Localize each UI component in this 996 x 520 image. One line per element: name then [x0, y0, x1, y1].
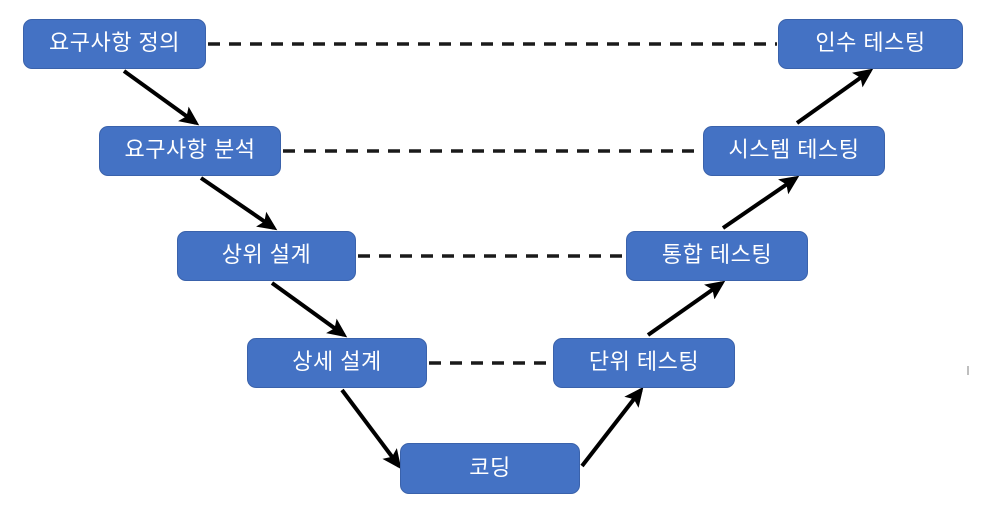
node-label-req-def: 요구사항 정의 [48, 30, 181, 55]
node-sys-test[interactable]: 시스템 테스팅 [703, 126, 885, 176]
stray-mark [967, 366, 969, 375]
arrow-coding-to-unit-test [580, 386, 644, 468]
arrow-req-ana-to-high-des [199, 176, 278, 231]
node-label-coding: 코딩 [469, 454, 511, 480]
node-label-sys-test: 시스템 테스팅 [728, 137, 860, 162]
arrow-high-des-to-det-des [270, 281, 348, 338]
node-unit-test[interactable]: 단위 테스팅 [553, 338, 735, 388]
arrow-req-def-to-req-ana [122, 69, 200, 126]
verification-link-group [208, 42, 777, 365]
node-label-req-ana: 요구사항 분석 [124, 137, 256, 162]
node-coding[interactable]: 코딩 [400, 443, 580, 494]
node-label-int-test: 통합 테스팅 [661, 242, 773, 267]
node-label-det-des: 상세 설계 [292, 349, 382, 374]
arrow-det-des-to-coding [340, 388, 402, 470]
node-label-high-des: 상위 설계 [221, 242, 312, 267]
arrow-int-test-to-sys-test [721, 175, 800, 230]
node-high-des[interactable]: 상위 설계 [177, 231, 356, 281]
arrow-sys-test-to-acc-test [795, 68, 874, 125]
node-acc-test[interactable]: 인수 테스팅 [778, 19, 963, 69]
node-int-test[interactable]: 통합 테스팅 [626, 231, 808, 281]
node-req-def[interactable]: 요구사항 정의 [23, 19, 206, 69]
node-label-unit-test: 단위 테스팅 [588, 349, 700, 374]
node-req-ana[interactable]: 요구사항 분석 [99, 126, 281, 176]
node-det-des[interactable]: 상세 설계 [247, 338, 427, 388]
arrow-unit-test-to-int-test [646, 280, 726, 337]
node-label-acc-test: 인수 테스팅 [815, 30, 926, 55]
